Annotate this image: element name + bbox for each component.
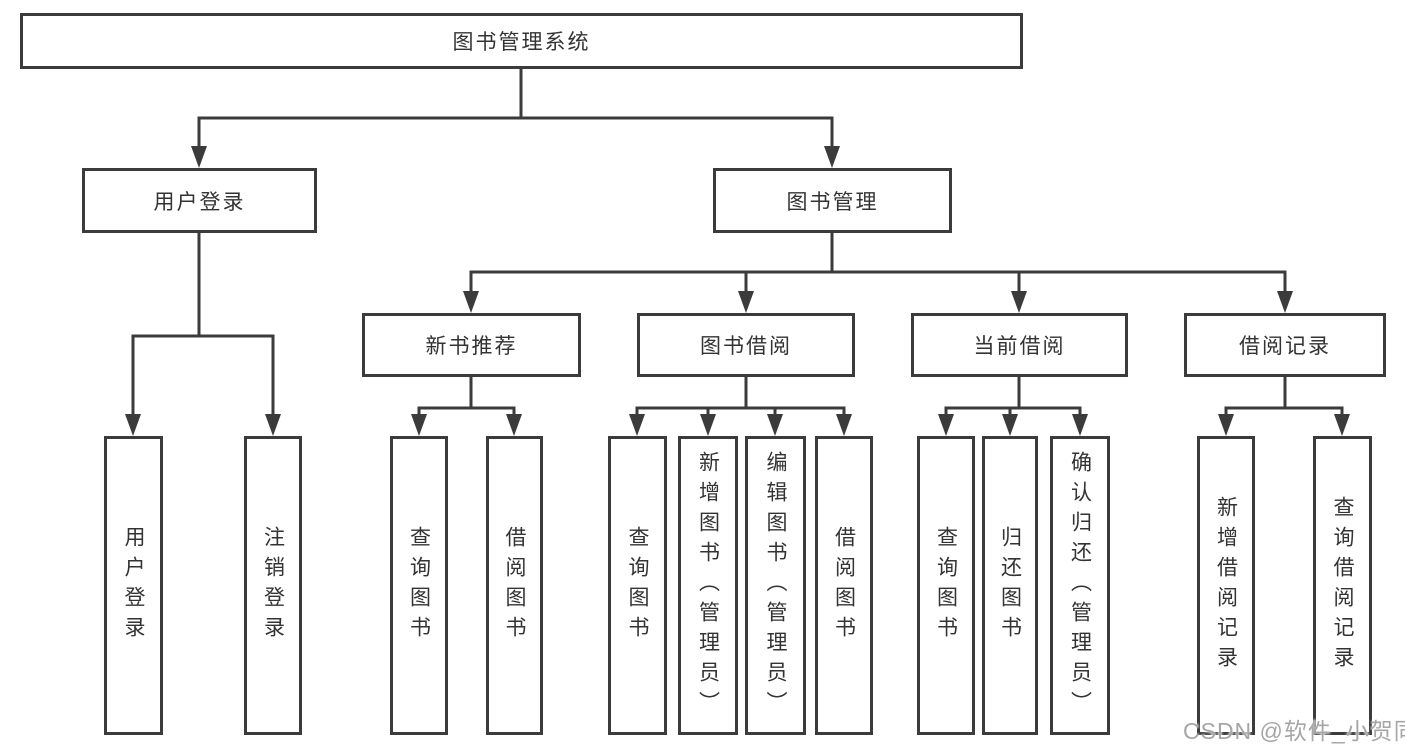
- branch-borrow-records: [1224, 375, 1344, 420]
- node-label: 借阅图书: [503, 525, 526, 646]
- node-label: 确认归还（管理员）: [1068, 450, 1092, 721]
- node-label: 用户登录: [122, 525, 145, 646]
- node-label: 借阅记录: [1239, 335, 1331, 358]
- trunk-book-management-to-level3: [469, 231, 1287, 297]
- node-label: 借阅图书: [832, 525, 856, 646]
- leaf-confirm-return-admin: 确认归还（管理员）: [1050, 436, 1110, 735]
- node-label: 注销登录: [261, 525, 285, 646]
- node-label: 新书推荐: [425, 335, 518, 358]
- node-book-borrow: 图书借阅: [637, 313, 855, 377]
- leaf-add-books-admin: 新增图书（管理员）: [678, 436, 738, 735]
- node-label: 图书管理系统: [452, 31, 591, 54]
- branch-new-book-recommend: [417, 375, 516, 420]
- branch-current-borrow: [944, 375, 1082, 420]
- node-user-login: 用户登录: [82, 168, 317, 233]
- csdn-watermark: CSDN @软件_小贺同学: [1183, 718, 1405, 744]
- leaf-user-login: 用户登录: [104, 436, 163, 735]
- leaf-borrow-books-recommend: 借阅图书: [486, 436, 543, 735]
- node-label: 用户登录: [153, 190, 246, 214]
- node-label: 查询图书: [407, 525, 431, 646]
- node-label: 归还图书: [998, 525, 1022, 646]
- node-borrow-records: 借阅记录: [1184, 313, 1386, 377]
- leaf-logout: 注销登录: [244, 436, 302, 735]
- node-book-management: 图书管理: [713, 168, 952, 233]
- node-label: 查询图书: [626, 525, 649, 646]
- node-label: 查询借阅记录: [1331, 495, 1354, 676]
- node-label: 编辑图书（管理员）: [764, 450, 787, 721]
- node-label: 新增借阅记录: [1214, 495, 1238, 676]
- arrowheads: [125, 146, 1350, 436]
- node-new-book-recommend: 新书推荐: [362, 313, 581, 377]
- leaf-query-books-recommend: 查询图书: [390, 436, 448, 735]
- node-label: 图书管理: [786, 190, 879, 214]
- leaf-return-books: 归还图书: [982, 436, 1038, 735]
- leaf-query-borrow-record: 查询借阅记录: [1313, 436, 1372, 735]
- node-root-system: 图书管理系统: [20, 13, 1023, 69]
- leaf-borrow-books: 借阅图书: [815, 436, 873, 735]
- branch-book-borrow: [635, 375, 846, 420]
- leaf-query-books-borrow: 查询图书: [608, 436, 667, 735]
- node-label: 当前借阅: [973, 335, 1066, 358]
- node-label: 新增图书（管理员）: [696, 450, 720, 721]
- node-label: 查询图书: [934, 525, 958, 646]
- leaf-query-books-current: 查询图书: [917, 436, 975, 735]
- trunk-root-to-level2: [197, 67, 834, 152]
- node-current-borrow: 当前借阅: [911, 313, 1128, 377]
- leaf-edit-books-admin: 编辑图书（管理员）: [745, 436, 806, 735]
- branch-user-login: [131, 231, 275, 420]
- node-label: 图书借阅: [700, 335, 792, 358]
- leaf-add-borrow-record: 新增借阅记录: [1197, 436, 1255, 735]
